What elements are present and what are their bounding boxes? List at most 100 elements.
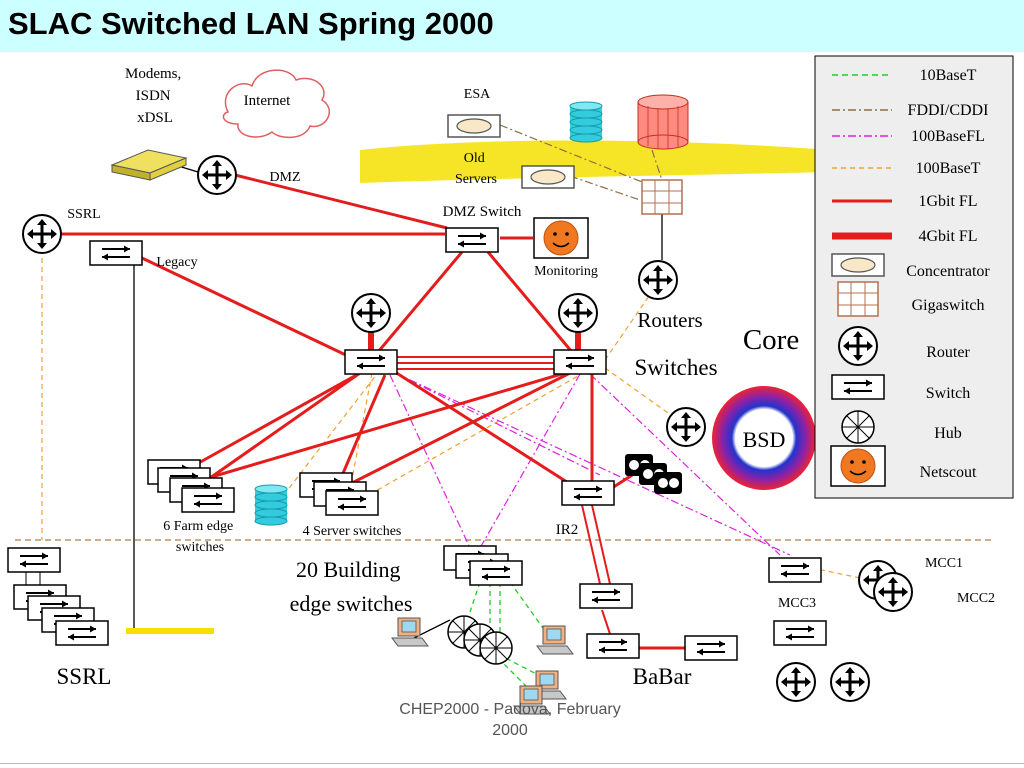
bsd-label: BSD [743,427,786,452]
legend-item-fddi-cddi: FDDI/CDDI [832,102,988,119]
hub-icon [841,410,875,444]
concentrator-icon [831,253,885,277]
footer-line-1: CHEP2000 - Padova, February [399,701,621,718]
disk-stack-server-icon [254,484,288,526]
pc-left-icon [391,617,429,647]
mcc2-label: MCC2 [957,591,995,606]
babar-label: BaBar [633,664,692,689]
legend-label: Gigaswitch [912,297,985,314]
legend-label: 100BaseFL [911,128,985,145]
babar-switch-right-icon [684,635,738,661]
server-switches-label: 4 Server switches [303,524,402,539]
dmz-switch-icon [445,227,499,253]
dmz-label: DMZ [269,170,300,185]
legend-item-100baset: 100BaseT [832,160,981,177]
core-router-right-icon [557,292,599,334]
mcc1-label: MCC1 [925,556,963,571]
bottom-divider [0,763,1024,764]
legacy-label: Legacy [156,255,197,270]
pc-right-icon [536,625,574,655]
core-switch-right-icon [553,349,607,375]
legend-item-switch: Switch [831,374,970,402]
legend-item-router: Router [837,325,970,367]
legend-item-netscout: Netscout [830,445,977,487]
monitoring-label: Monitoring [534,264,598,279]
server-switch-stack [299,472,379,516]
legacy-switch-icon [89,240,143,266]
title-bar: SLAC Switched LAN Spring 2000 [0,0,1024,52]
footer: CHEP2000 - Padova, February 2000 [360,699,660,741]
mcc1-switch-icon [768,557,822,583]
ir2-label: IR2 [556,522,579,538]
building-switch-stack [443,545,523,586]
legend-label: Hub [934,425,962,442]
storage-silo-icon [637,94,689,150]
routers-label: Routers [637,308,702,332]
legend-label: 1Gbit FL [918,193,977,210]
ssrl-stack-joins [25,572,41,585]
ssrl-router-icon [21,213,63,255]
farm-switches-label: 6 Farm edge switches [163,519,236,555]
fl100-links [389,372,791,556]
building-switches-label: 20 Building edge switches [290,557,413,616]
legend-label: Router [926,344,970,361]
legend-item-100basefl: 100BaseFL [832,128,985,145]
monitoring-netscout-icon [533,217,589,259]
core-label: Core [743,324,799,356]
old-servers-label: Old Servers [455,151,497,187]
gigaswitch-device-icon [641,179,683,215]
fddi-links [499,124,663,201]
legend-label: 10BaseT [920,67,977,84]
modems-label: Modems, ISDN xDSL [125,66,185,126]
footer-line-2: 2000 [492,722,528,739]
mcc3-label: MCC3 [778,596,816,611]
switches-label: Switches [634,355,717,380]
ssrl-top-label: SSRL [67,207,100,222]
legend-label: 100BaseT [916,160,981,177]
legend-label: Concentrator [906,263,990,280]
farm-switch-stack [147,459,235,513]
ssrl-switch-stack [7,547,109,646]
gig4-links [368,332,581,350]
legend-item-concentrator: Concentrator [831,253,990,280]
mcc3-router-left-icon [775,661,817,703]
legend-label: 4Gbit FL [918,228,977,245]
legend-item-1gbit-fl: 1Gbit FL [832,193,978,210]
netscout-icon [830,445,886,487]
old-servers-concentrator-icon [521,165,575,189]
babar-switch-top-icon [579,583,633,609]
legend-item-gigaswitch: Gigaswitch [837,281,985,317]
internet-cloud [222,69,330,139]
mcc3-switch-icon [773,620,827,646]
legend-item-10baset: 10BaseT [832,67,977,84]
routers-icon [637,259,679,301]
highlighter-band [360,140,830,183]
babar-switch-left-icon [586,633,640,659]
core-router-left-icon [350,292,392,334]
building-hubs [447,615,513,665]
dmz-switch-label: DMZ Switch [443,204,522,220]
ir2-switch-icon [561,480,615,506]
disk-stack-top-icon [569,101,603,143]
esa-concentrator-icon [447,114,501,138]
slide-title: SLAC Switched LAN Spring 2000 [8,6,494,41]
internet-label: Internet [244,93,291,109]
modem-device [110,149,188,181]
bsd-ring [712,386,816,490]
dmz-router-icon [196,154,238,196]
core-switch-left-icon [344,349,398,375]
bsd-router-icon [665,406,707,448]
gigabit-links [60,173,686,650]
legend: 10BaseT FDDI/CDDI 100BaseFL 100BaseT 1Gbit F… [814,55,1014,499]
ssrl-beamline [126,628,214,634]
core-trunk [396,356,611,635]
mcc3-router-right-icon [829,661,871,703]
mcc2-router-icon [872,571,914,613]
esa-label: ESA [464,87,491,102]
legend-label: Netscout [920,464,977,481]
legend-item-hub: Hub [841,410,962,444]
gigaswitch-icon [837,281,879,317]
plain-links [133,164,663,641]
router-icon [837,325,879,367]
